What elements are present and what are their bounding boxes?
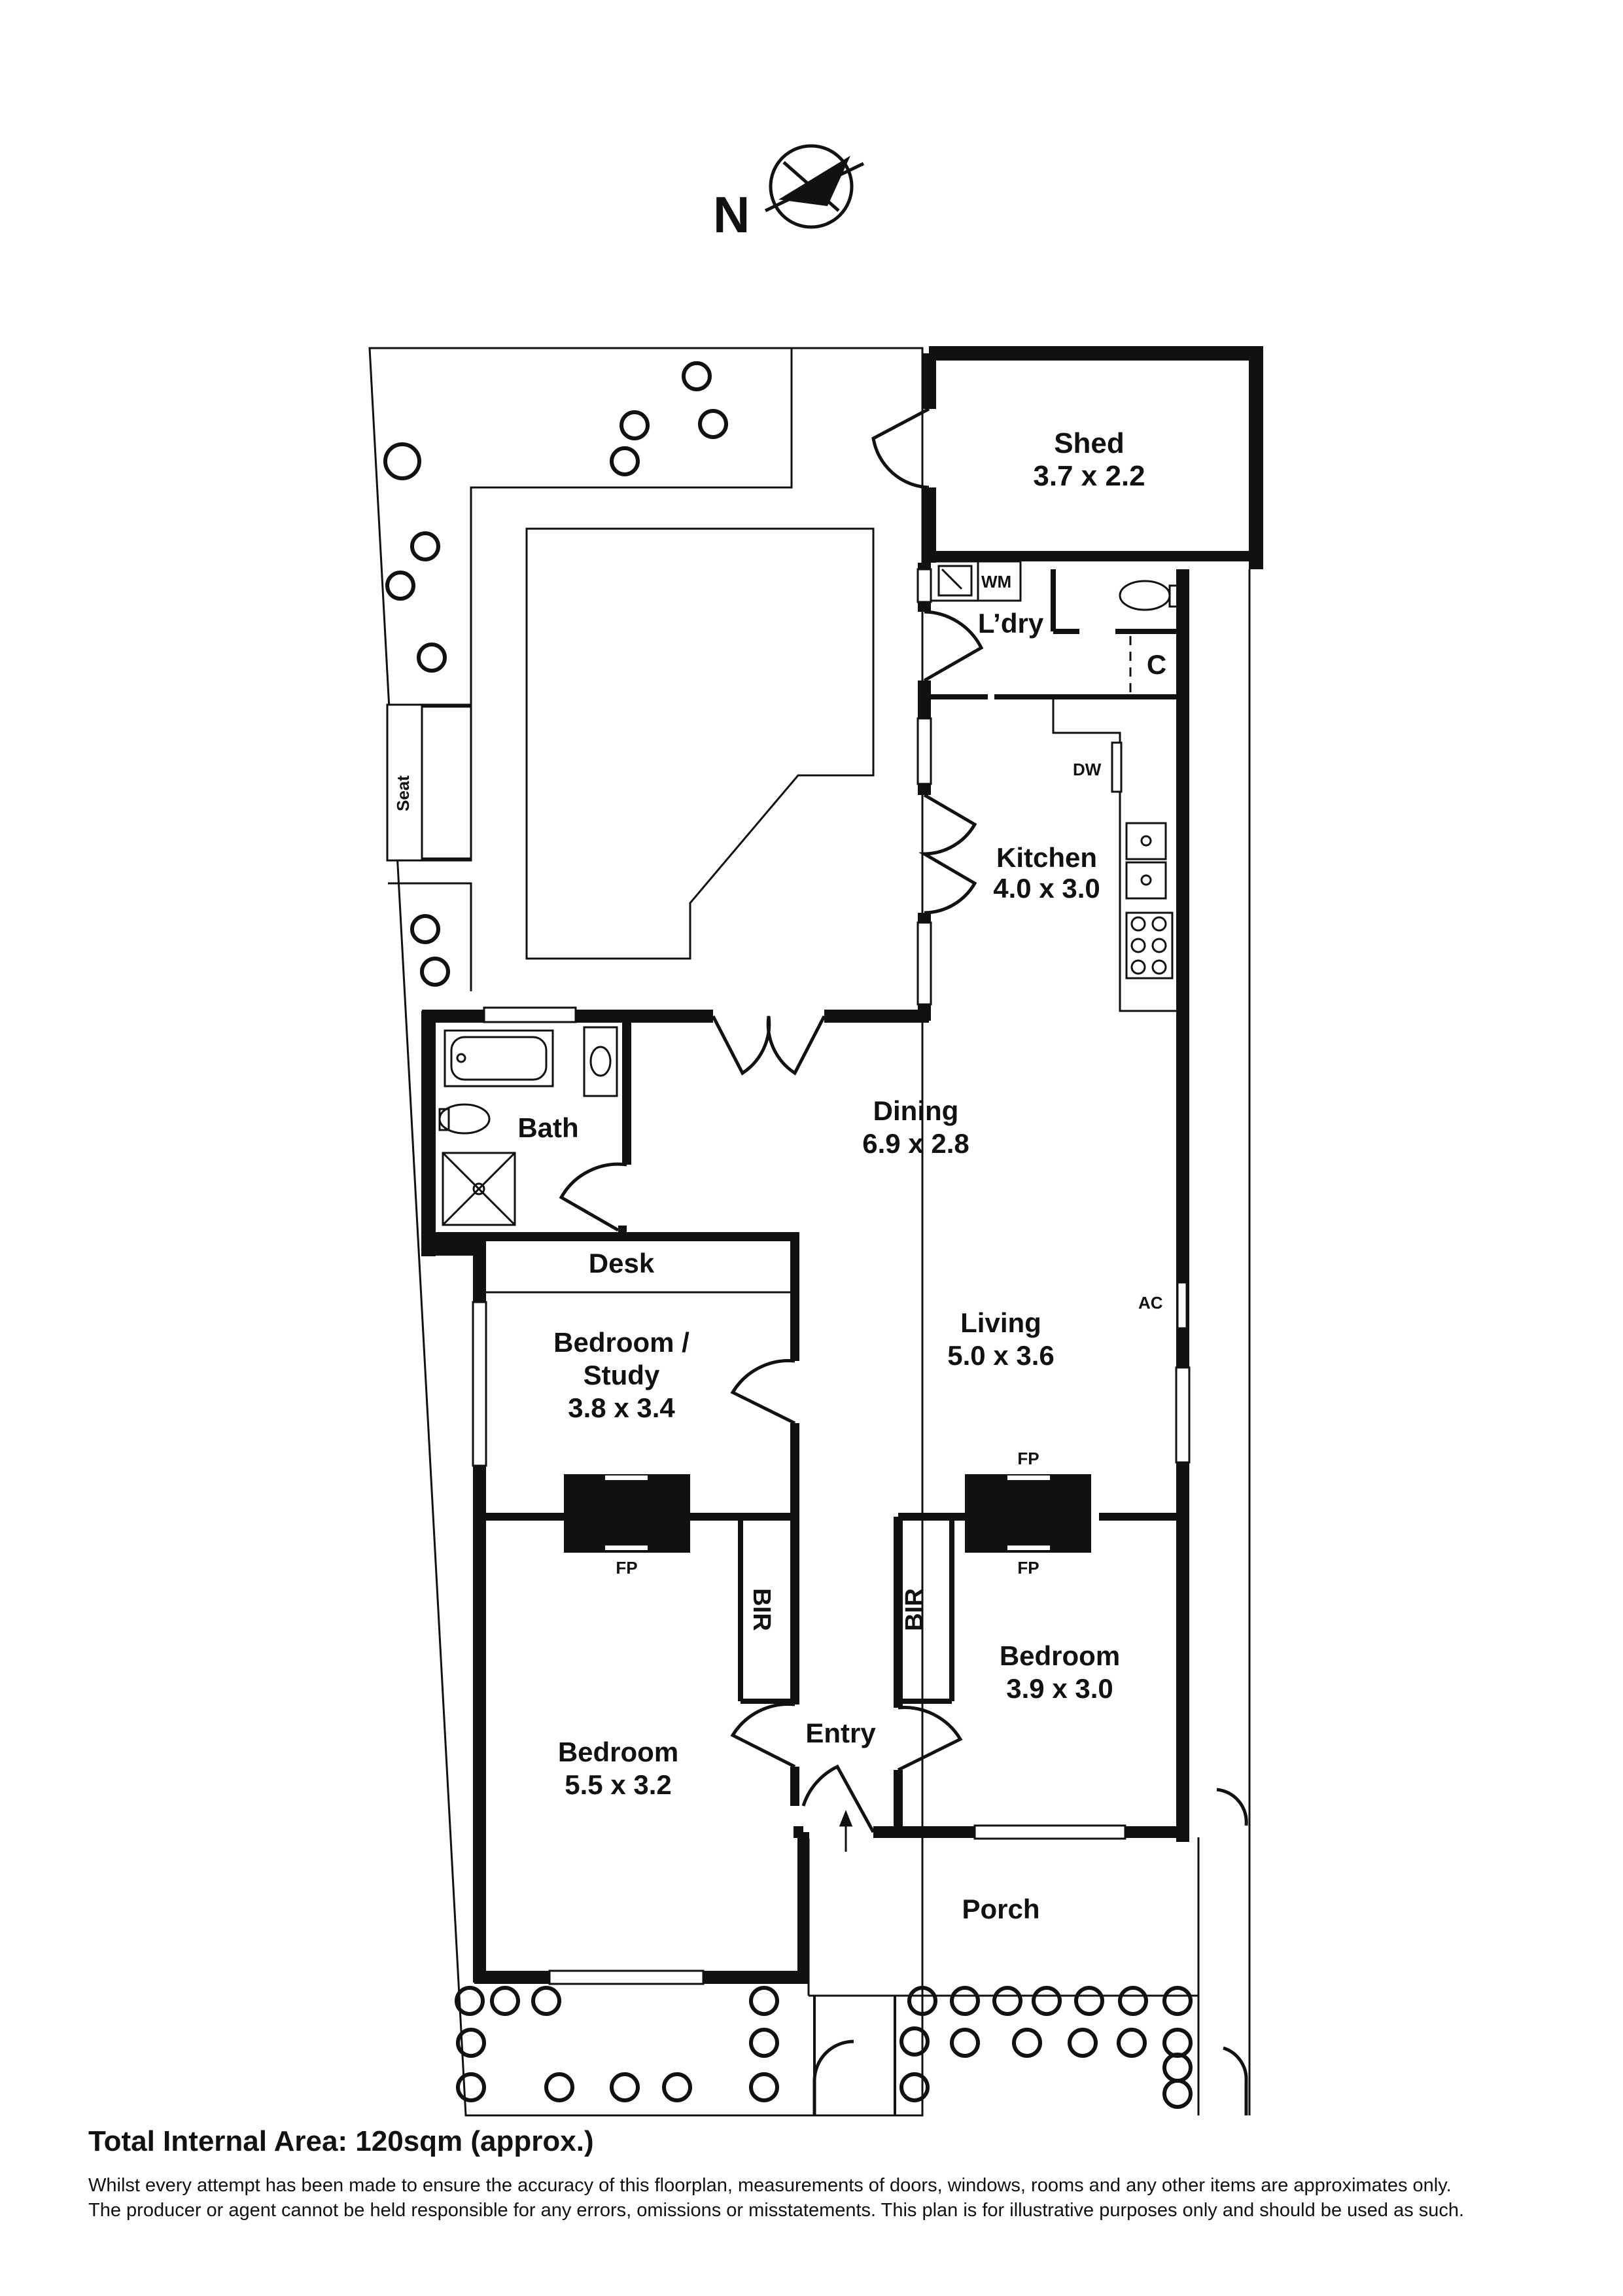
disclaimer-line-1: Whilst every attempt has been made to en…: [88, 2175, 1452, 2196]
fireplace-icon: [564, 1474, 690, 1553]
bath-name: Bath: [517, 1112, 578, 1143]
entry-label: Entry: [805, 1718, 876, 1748]
dining-dims: 6.9 x 2.8: [862, 1128, 969, 1159]
study-name-2: Study: [584, 1360, 660, 1390]
front-door: [801, 1764, 875, 1833]
bedroom-right-name: Bedroom: [1000, 1640, 1120, 1671]
yard-french-door: [918, 793, 977, 915]
study-dims: 3.8 x 3.4: [568, 1392, 675, 1423]
ac-label: AC: [1138, 1293, 1163, 1313]
shower-icon: [442, 1152, 516, 1226]
bedroom-right-door: [897, 1706, 963, 1772]
shed-dims: 3.7 x 2.2: [1033, 460, 1145, 492]
vanity-icon: [583, 1026, 618, 1097]
dw-label: DW: [1073, 760, 1102, 779]
entry-arrow-icon: [839, 1809, 853, 1852]
toilet-icon: [1119, 580, 1181, 611]
shed: [871, 346, 1263, 569]
kitchen-dims: 4.0 x 3.0: [993, 873, 1100, 904]
compass-icon: [764, 144, 865, 229]
study-name-1: Bedroom /: [553, 1327, 689, 1358]
cupboard-label: C: [1147, 649, 1166, 680]
disclaimer-line-2: The producer or agent cannot be held res…: [88, 2200, 1465, 2221]
kitchen-name: Kitchen: [996, 842, 1097, 873]
fp-label-left: FP: [616, 1558, 637, 1578]
bedroom-right-dims: 3.9 x 3.0: [1006, 1673, 1113, 1704]
desk-label: Desk: [589, 1248, 655, 1279]
dining-french-door: [711, 1015, 826, 1076]
tree-icons: [383, 361, 1193, 2109]
bath-door: [559, 1162, 627, 1232]
laundry-name: L’dry: [978, 608, 1044, 639]
cooktop-icon: [1125, 911, 1174, 980]
kitchen-bench: [1052, 697, 1183, 1012]
seat-label: Seat: [393, 775, 413, 811]
total-area: Total Internal Area: 120sqm (approx.): [88, 2125, 594, 2157]
living-dims: 5.0 x 3.6: [947, 1340, 1054, 1371]
bedroom-left-dims: 5.5 x 3.2: [565, 1769, 671, 1800]
site-boundary: [368, 347, 924, 2117]
bedroom-left-name: Bedroom: [558, 1737, 678, 1767]
pool: [525, 527, 875, 960]
dining-name: Dining: [873, 1095, 959, 1126]
bir-label-right: BIR: [901, 1588, 928, 1631]
fp-label-bottom: FP: [1017, 1558, 1039, 1578]
bathtub-icon: [444, 1029, 554, 1087]
kitchen-sink-icon: [1125, 822, 1167, 900]
bath-toilet-icon: [438, 1103, 491, 1135]
fp-label-top: FP: [1017, 1449, 1039, 1468]
bedroom-left-door: [730, 1703, 796, 1769]
fireplace-icon: [965, 1474, 1091, 1553]
garden-bed: [389, 348, 793, 706]
front-gate: [812, 2040, 854, 2115]
windows: [472, 568, 1191, 1985]
porch-label: Porch: [962, 1894, 1039, 1924]
north-label: N: [713, 186, 750, 243]
living-name: Living: [960, 1307, 1041, 1338]
shed-door: [871, 407, 930, 489]
laundry-door: [923, 610, 984, 682]
study-door: [730, 1359, 796, 1425]
shed-name: Shed: [1054, 427, 1125, 459]
bir-label-left: BIR: [748, 1588, 775, 1631]
wm-label: WM: [981, 572, 1011, 592]
